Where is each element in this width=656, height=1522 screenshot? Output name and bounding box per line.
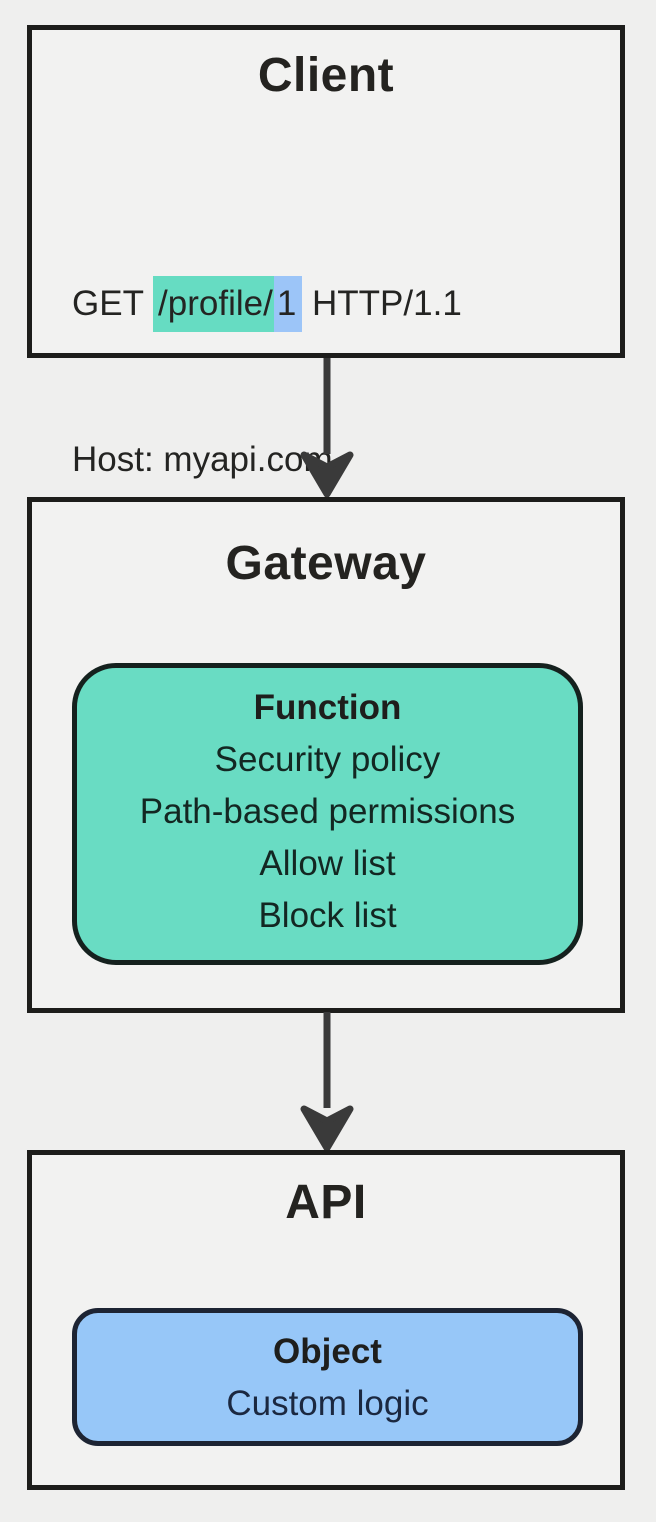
request-id-highlight: 1 bbox=[273, 276, 303, 332]
function-box: Function Security policy Path-based perm… bbox=[72, 663, 583, 965]
request-line: GET /profile/1 HTTP/1.1 bbox=[72, 276, 467, 332]
function-item: Security policy bbox=[214, 740, 441, 779]
arrow-client-to-gateway bbox=[300, 358, 354, 498]
object-box: Object Custom logic bbox=[72, 1308, 583, 1446]
object-box-title: Object bbox=[273, 1332, 382, 1371]
gateway-node-title: Gateway bbox=[225, 537, 427, 590]
function-item: Block list bbox=[258, 896, 397, 935]
client-node: Client GET /profile/1 HTTP/1.1 Host: mya… bbox=[27, 25, 625, 635]
arrow-gateway-to-api bbox=[300, 1012, 354, 1152]
client-node-title: Client bbox=[257, 49, 395, 102]
function-box-title: Function bbox=[253, 688, 402, 727]
request-path-highlight: /profile/ bbox=[153, 276, 274, 332]
request-method: GET bbox=[72, 284, 154, 323]
request-protocol: HTTP/1.1 bbox=[302, 284, 462, 323]
api-node-title: API bbox=[285, 1176, 367, 1229]
host-line: Host: myapi.com bbox=[72, 440, 333, 479]
object-item: Custom logic bbox=[226, 1384, 429, 1423]
function-item: Path-based permissions bbox=[139, 792, 516, 831]
function-item: Allow list bbox=[259, 844, 396, 883]
